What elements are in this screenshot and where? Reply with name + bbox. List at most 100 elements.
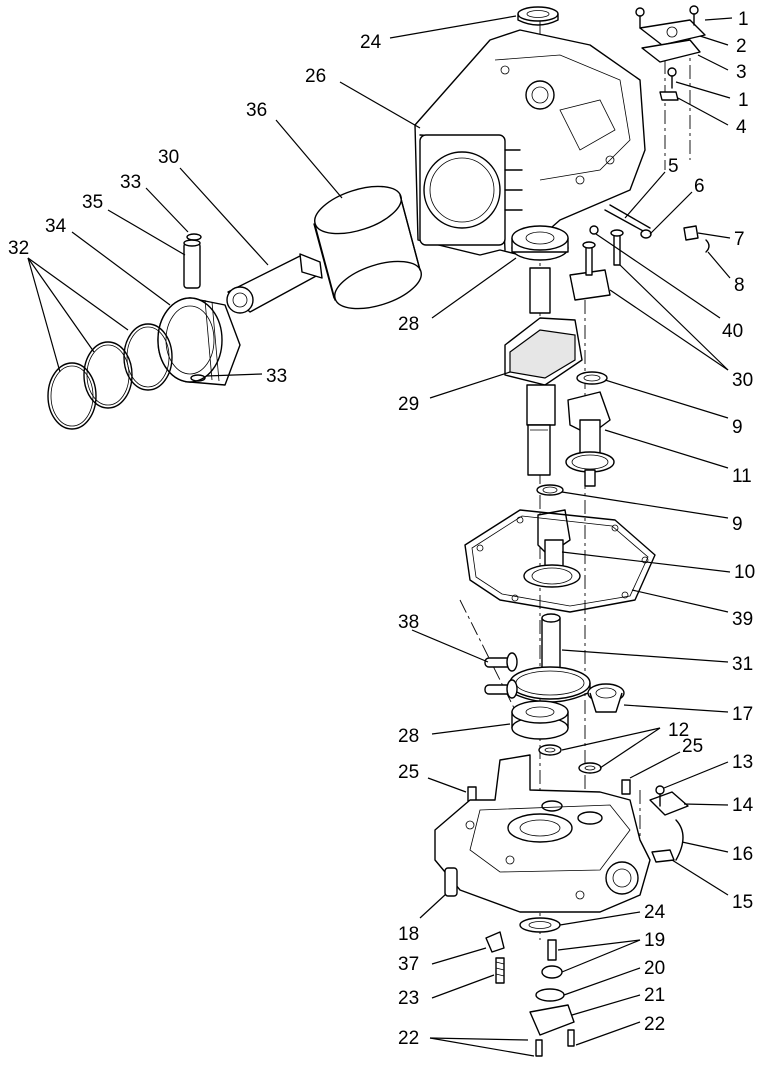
callout-38: 38 [398,612,489,663]
callout-label: 36 [246,100,267,121]
callout-label: 37 [398,954,419,975]
callout-label: 15 [732,892,753,913]
callout-9-lower: 9 [561,491,743,535]
rod-cap-and-bolts [569,229,624,301]
callout-21: 21 [571,985,665,1016]
crankshaft-assembly [504,225,583,476]
callout-25-left: 25 [398,762,467,793]
callout-2: 2 [699,35,747,57]
screw-icon [635,5,699,89]
callout-label: 22 [644,1014,665,1035]
callout-label: 20 [644,958,665,979]
thrust-washers [538,744,602,774]
callout-10: 10 [561,551,755,583]
callout-1: 1 [704,9,749,30]
upper-crankcase [414,29,646,256]
callout-34: 34 [45,216,171,306]
governor-shaft-assembly [589,204,710,253]
callout-22-left: 22 [398,1028,535,1057]
main-bearing-lower [511,700,569,740]
callout-label: 13 [732,752,753,773]
callout-label: 39 [732,609,753,630]
callout-30-right: 30 [609,264,753,391]
piston-pin-and-clips [183,233,206,382]
callout-1b: 1 [675,81,749,111]
oil-seal-top [517,6,559,26]
callout-label: 38 [398,612,419,633]
balancer-shaft-assembly [565,371,615,487]
callout-25-right: 25 [629,736,703,779]
callout-label: 35 [82,192,103,213]
callout-31: 31 [561,649,753,675]
governor-gear [587,683,625,713]
callout-28-upper: 28 [398,257,517,335]
callout-9-upper: 9 [604,379,743,438]
callout-label: 34 [45,216,67,237]
callout-24-top: 24 [360,15,517,53]
callout-15: 15 [671,859,753,913]
callout-label: 25 [398,762,419,783]
callout-label: 3 [736,62,747,83]
sight-glass [444,867,458,897]
callout-label: 33 [266,366,287,387]
governor-arm-assembly [649,785,689,863]
callout-label: 5 [668,156,679,177]
callout-23: 23 [398,974,495,1009]
callout-11: 11 [604,429,752,487]
piston-assembly [157,297,241,386]
callout-28-lower: 28 [398,723,511,747]
callout-label: 40 [722,321,743,342]
callout-label: 25 [682,736,703,757]
callout-16: 16 [681,841,753,865]
callout-26: 26 [305,66,421,129]
callout-label: 24 [360,32,382,53]
callout-label: 9 [732,514,743,535]
valve-tappets [484,652,518,699]
callout-22-right: 22 [575,1014,665,1046]
callout-17: 17 [623,704,753,725]
callout-label: 7 [734,229,745,250]
lower-balancer-assembly [523,484,581,588]
piston-rings [47,323,173,430]
callout-33-top: 33 [120,172,189,233]
callout-35: 35 [82,192,186,256]
callout-label: 29 [398,394,419,415]
callout-19: 19 [557,930,665,973]
callout-label: 18 [398,924,419,945]
callout-label: 12 [668,720,689,741]
callout-30-left: 30 [158,147,269,266]
callout-7: 7 [697,229,745,250]
callout-label: 1 [738,9,749,30]
cylinder-sleeve [313,185,422,310]
callout-29: 29 [398,371,511,415]
callout-36: 36 [246,100,343,199]
callout-14: 14 [683,795,754,816]
callout-13: 13 [663,752,753,789]
cover-plate-assembly [635,5,706,101]
callout-24-bottom: 24 [559,902,666,926]
callout-label: 33 [120,172,141,193]
callout-3: 3 [697,54,747,83]
callout-label: 11 [732,466,752,487]
callout-label: 19 [644,930,665,951]
callout-label: 30 [158,147,179,168]
callout-label: 31 [732,654,753,675]
callout-12: 12 [561,720,689,769]
callout-18: 18 [398,893,447,945]
callout-39: 39 [631,589,753,630]
callout-label: 4 [736,117,747,138]
callout-label: 9 [732,417,743,438]
callout-label: 6 [694,176,705,197]
callout-8: 8 [707,251,745,296]
callout-label: 10 [734,562,755,583]
callout-label: 21 [644,985,665,1006]
callout-5: 5 [624,156,679,219]
oil-pump-assembly [485,931,575,1057]
callout-37: 37 [398,947,487,975]
callout-label: 30 [732,370,753,391]
callout-label: 32 [8,238,29,259]
callout-label: 26 [305,66,326,87]
callout-label: 17 [732,704,753,725]
callout-40: 40 [595,233,743,342]
